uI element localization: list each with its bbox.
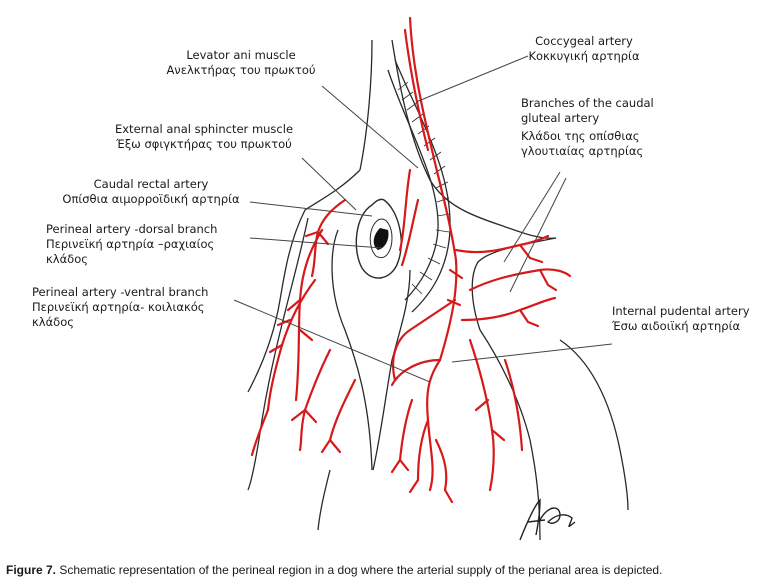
leader-perineal-dorsal [249, 237, 383, 249]
right-thigh-artery-2 [503, 358, 524, 452]
figure-caption: Figure 7. Schematic representation of th… [6, 563, 662, 577]
label-levator-en: Levator ani muscle [186, 48, 296, 62]
label-external-sphincter-el: Έξω σφιγκτήρας του πρωκτού [116, 137, 292, 151]
perineum-left [331, 229, 373, 471]
thigh-left-outer [247, 217, 309, 491]
label-perineal-ventral: Perineal artery -ventral branch Περινεϊκ… [32, 285, 208, 330]
label-caudal-gluteal-en2: gluteal artery [521, 111, 600, 125]
ventral-artery-1 [416, 418, 430, 482]
twig-2 [538, 268, 558, 292]
leader-external-sphincter [301, 157, 357, 211]
label-caudal-rectal-en: Caudal rectal artery [93, 177, 209, 191]
right-thigh-inner [479, 329, 541, 541]
twig-11 [304, 230, 330, 246]
twig-12 [390, 458, 410, 474]
label-coccygeal-el: Κοκκυγική αρτηρία [528, 49, 640, 63]
levator-band-outer [394, 59, 451, 313]
leader-internal-pudental [451, 343, 613, 363]
label-caudal-gluteal-en1: Branches of the caudal [521, 96, 654, 110]
twig-9 [446, 268, 464, 307]
ventral-artery-3 [398, 398, 414, 462]
label-caudal-gluteal-el2: γλουτιαίας αρτηρίας [521, 144, 644, 158]
left-thigh-artery-1 [298, 348, 332, 452]
perineal-ventral-branch [390, 358, 442, 387]
coccygeal-artery-branch [403, 28, 430, 152]
label-internal-pudental-el: Έσω αιδοιϊκή αρτηρία [612, 319, 741, 333]
label-perineal-ventral-el2: κλάδος [32, 315, 74, 329]
label-perineal-ventral-el1: Περινεϊκή αρτηρία- κοιλιακός [32, 300, 205, 314]
leader-levator [321, 85, 419, 169]
label-internal-pudental: Internal pudental artery Έσω αιδοιϊκή αρ… [612, 304, 750, 334]
label-caudal-gluteal: Branches of the caudal gluteal artery Κλ… [521, 96, 654, 159]
leader-perineal-ventral [233, 299, 431, 383]
artist-signature [519, 498, 576, 541]
leader-caudal-rectal [249, 201, 373, 217]
caudal-gluteal-branch-1 [454, 234, 550, 254]
left-thigh-artery-3 [250, 408, 270, 457]
figure-caption-label: Figure 7. [6, 563, 57, 577]
label-caudal-rectal: Caudal rectal artery Οπίσθια αιμορροϊδικ… [56, 177, 246, 207]
twig-7 [474, 398, 506, 442]
label-coccygeal-en: Coccygeal artery [535, 34, 633, 48]
left-leg-inner [317, 469, 331, 531]
tail-outline-left [359, 39, 373, 171]
right-leg-outline [559, 339, 629, 511]
anal-canal [373, 228, 389, 250]
label-external-sphincter-en: External anal sphincter muscle [114, 122, 294, 136]
label-perineal-dorsal-el2: κλάδος [46, 252, 88, 266]
label-internal-pudental-en: Internal pudental artery [612, 304, 750, 318]
perineal-dorsal-branch-2 [400, 198, 420, 267]
twig-1 [518, 243, 544, 264]
twig-10 [320, 438, 342, 454]
label-perineal-dorsal: Perineal artery -dorsal branch Περινεϊκή… [46, 222, 217, 267]
label-perineal-ventral-en: Perineal artery -ventral branch [32, 285, 209, 299]
label-levator: Levator ani muscle Ανελκτήρας του πρωκτο… [156, 48, 326, 78]
coccygeal-artery [408, 16, 458, 362]
arteries [250, 16, 572, 504]
anus [355, 198, 402, 279]
label-perineal-dorsal-el1: Περινεϊκή αρτηρία –ραχιαίος [46, 237, 215, 251]
internal-pudental-artery [426, 358, 442, 492]
perineal-dorsal-branch [398, 168, 412, 252]
right-thigh-artery-1 [468, 338, 495, 492]
label-caudal-rectal-el: Οπίσθια αιμορροϊδική αρτηρία [62, 192, 240, 206]
label-coccygeal: Coccygeal artery Κοκκυγική αρτηρία [528, 34, 640, 64]
ventral-artery-2 [434, 438, 448, 492]
label-perineal-dorsal-en: Perineal artery -dorsal branch [46, 222, 218, 236]
label-levator-el: Ανελκτήρας του πρωκτού [166, 63, 316, 77]
left-thigh-artery-2 [328, 378, 357, 442]
leader-lines [233, 55, 613, 383]
twig-6 [290, 408, 318, 424]
label-external-sphincter: External anal sphincter muscle Έξω σφιγκ… [106, 122, 302, 152]
rump-curve-left [247, 169, 361, 393]
label-caudal-gluteal-el1: Κλάδοι της οπίσθιας [521, 129, 640, 143]
leader-caudal-gluteal-2 [509, 177, 567, 293]
twig-4 [286, 298, 314, 342]
leader-coccygeal [415, 55, 529, 103]
leader-caudal-gluteal-1 [503, 171, 561, 263]
twig-5 [268, 318, 292, 354]
levator-band-inner [387, 69, 439, 301]
left-rump-artery-3 [266, 278, 317, 412]
figure-caption-text: Schematic representation of the perineal… [56, 563, 663, 577]
twig-8 [408, 478, 454, 504]
caudal-rectal-artery [392, 298, 457, 382]
twig-3 [518, 308, 540, 328]
